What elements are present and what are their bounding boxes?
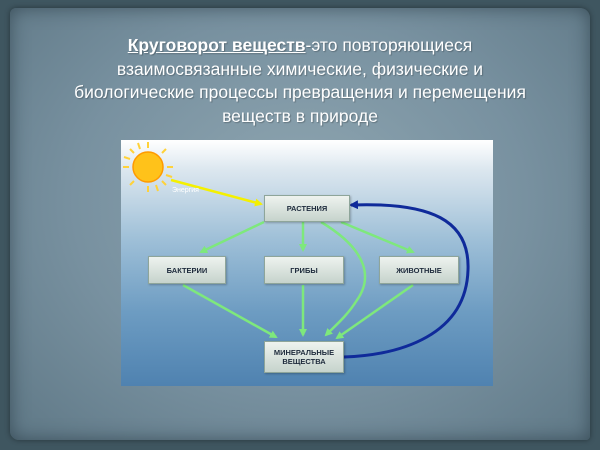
sun-icon <box>123 142 173 192</box>
arrow-animals-minerals <box>335 283 414 340</box>
arrow-bacteria-minerals <box>182 283 278 339</box>
node-bacteria-label: БАКТЕРИИ <box>166 265 208 275</box>
node-minerals: МИНЕРАЛЬНЫЕ ВЕЩЕСТВА <box>264 341 344 373</box>
heading-line3: биологические процессы превращения и пер… <box>74 82 526 102</box>
substance-cycle-diagram: Энергия РАСТЕНИЯ БАКТЕРИИ ГРИБЫ ЖИВОТНЫЕ… <box>121 140 493 386</box>
node-fungi-label: ГРИБЫ <box>290 265 318 275</box>
slide-heading: Круговорот веществ-это повторяющиеся вза… <box>30 34 570 128</box>
node-animals-label: ЖИВОТНЫЕ <box>396 265 442 275</box>
arrow-plants-minerals <box>320 220 367 337</box>
heading-line2: взаимосвязанные химические, физические и <box>116 58 484 79</box>
node-animals: ЖИВОТНЫЕ <box>379 256 459 284</box>
node-plants: РАСТЕНИЯ <box>264 195 350 222</box>
energy-arrow <box>170 178 263 207</box>
arrow-plants-animals <box>340 220 415 254</box>
node-bacteria: БАКТЕРИИ <box>148 256 226 284</box>
heading-line4: веществ в природе <box>222 105 378 126</box>
heading-line1-rest: -это повторяющиеся <box>305 35 473 55</box>
diagram-arrows <box>123 142 470 359</box>
energy-label: Энергия <box>172 187 199 194</box>
node-fungi: ГРИБЫ <box>264 256 344 284</box>
node-minerals-label-1: МИНЕРАЛЬНЫЕ <box>273 348 335 357</box>
heading-term: Круговорот веществ <box>127 35 306 55</box>
arrow-plants-bacteria <box>199 220 265 254</box>
node-plants-label: РАСТЕНИЯ <box>286 204 328 213</box>
node-minerals-label-2: ВЕЩЕСТВА <box>282 357 326 366</box>
arrow-minerals-plants <box>343 200 470 359</box>
